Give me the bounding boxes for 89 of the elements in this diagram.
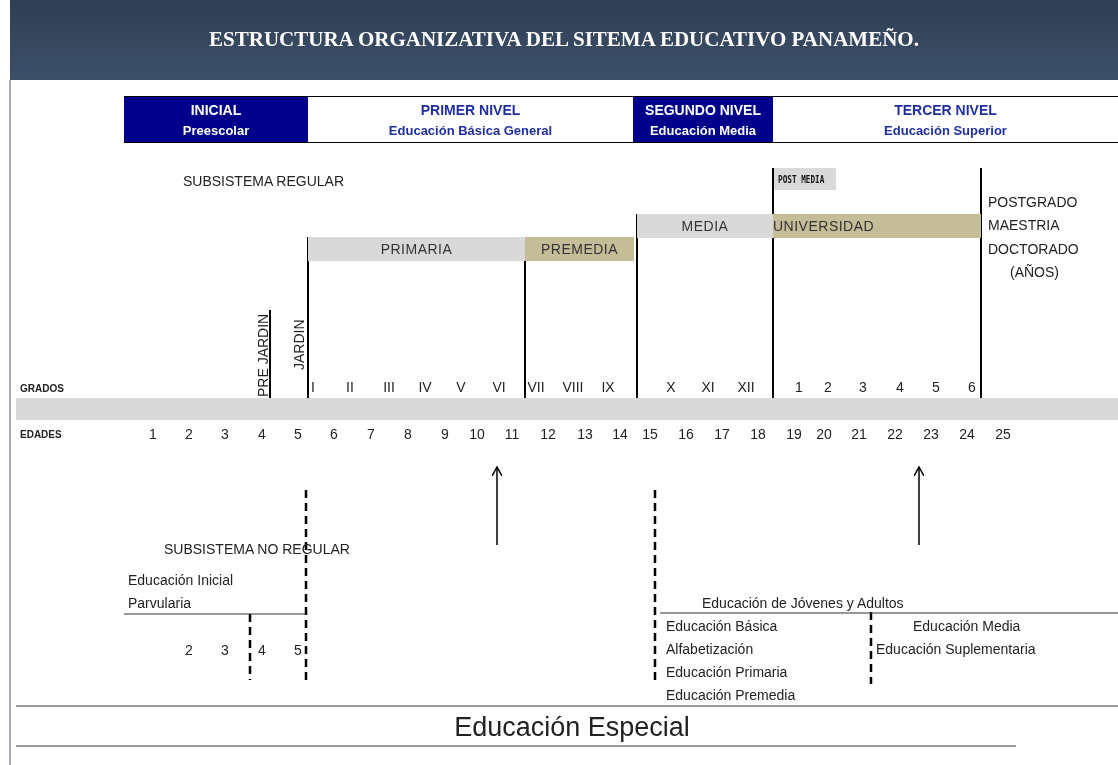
stage-name: MEDIA [681,218,729,234]
level-title: INICIAL [190,101,242,118]
program-label: Educación Básica [666,619,778,633]
age-number: 4 [258,643,266,657]
age-number: 19 [786,427,802,441]
stage-name: UNIVERSIDAD [773,218,875,234]
level-title: PRIMER NIVEL [420,101,521,118]
title: ESTRUCTURA ORGANIZATIVA DEL SITEMA EDUCATIVO PANAMEÑO. [208,27,920,52]
row-label: GRADOS [20,384,64,394]
age-number: 5 [294,643,302,657]
age-number: 15 [642,427,658,441]
grade-number: 1 [795,380,803,394]
level-header [773,96,1118,143]
grade-number: 6 [968,380,976,394]
grade-label: JARDIN [292,319,306,370]
grade-number: I [311,380,315,394]
level-header [308,96,633,143]
grade-number: 5 [932,380,940,394]
age-number: 12 [540,427,556,441]
age-number: 3 [221,427,229,441]
program-label: Educación Premedia [666,688,796,702]
grade-label: PRE JARDIN [256,313,270,397]
age-number: 18 [750,427,766,441]
age-number: 8 [404,427,412,441]
age-number: 20 [816,427,832,441]
age-number: 24 [959,427,975,441]
stage-name: PREMEDIA [540,241,619,257]
level-subtitle: Preescolar [182,122,250,138]
grade-number: 2 [824,380,832,394]
grade-number: III [383,380,395,394]
level-header [124,96,308,143]
grade-number: V [456,380,466,394]
program-label: Educación Primaria [666,665,788,679]
stage-name: POST MEDIA [778,172,825,186]
stage-band [525,237,634,261]
level-subtitle: Educación Media [649,122,757,138]
grade-number: 4 [896,380,904,394]
age-number: 25 [995,427,1011,441]
grade-number: X [666,380,676,394]
stage-band [308,237,525,261]
age-number: 5 [294,427,302,441]
grade-number: II [346,380,354,394]
age-number: 10 [469,427,485,441]
section-label: SUBSISTEMA NO REGULAR [164,542,350,556]
row-label: EDADES [20,430,62,440]
program-label: Educación Media [913,619,1021,633]
grade-number: IX [601,380,615,394]
age-number: 13 [577,427,593,441]
grade-number: IV [418,380,432,394]
program-label: Educación de Jóvenes y Adultos [702,596,904,610]
level-subtitle: Educación Superior [884,122,1007,138]
age-number: 16 [678,427,694,441]
age-number: 4 [258,427,266,441]
level-title: SEGUNDO NIVEL [645,101,761,118]
grade-number: XII [737,380,755,394]
age-number: 2 [185,643,193,657]
level-title: TERCER NIVEL [894,101,997,118]
age-number: 3 [221,643,229,657]
age-number: 1 [149,427,157,441]
level-label: (AÑOS) [1010,265,1059,279]
level-header [633,96,773,143]
grade-number: XI [701,380,715,394]
grade-number: VII [527,380,545,394]
program-label: Educación Suplementaria [876,642,1036,656]
age-number: 6 [330,427,338,441]
section-label: SUBSISTEMA REGULAR [183,174,345,188]
age-number: 9 [441,427,449,441]
grade-number: VI [492,380,506,394]
age-number: 23 [923,427,939,441]
stage-band [774,168,836,190]
program-label: Alfabetización [666,642,754,656]
age-number: 2 [185,427,193,441]
stage-band [773,214,981,238]
age-number: 22 [887,427,903,441]
stage-name: PRIMARIA [380,241,453,257]
age-number: 21 [851,427,867,441]
age-number: 11 [504,427,520,441]
grade-number: VIII [562,380,584,394]
age-number: 17 [714,427,730,441]
grade-number: 3 [859,380,867,394]
age-number: 7 [367,427,375,441]
stage-band [637,214,773,238]
program-label: Parvularia [128,596,192,610]
level-label: DOCTORADO [988,242,1079,256]
level-subtitle: Educación Básica General [388,122,553,138]
section-label: Educación Especial [454,714,690,741]
level-label: POSTGRADO [988,195,1078,209]
age-number: 14 [612,427,628,441]
program-label: Educación Inicial [128,573,234,587]
